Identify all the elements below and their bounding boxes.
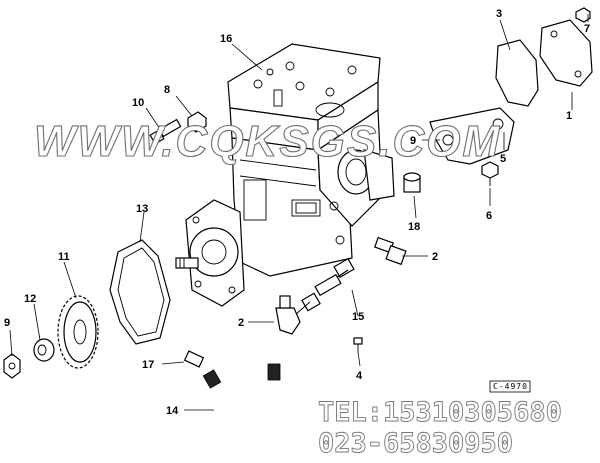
callout-5: 5 [500, 153, 506, 165]
callout-13: 13 [136, 203, 148, 215]
stamp: C-4970 [489, 380, 531, 393]
callout-3: 3 [496, 8, 502, 20]
elbow-fitting-2-upper [374, 236, 407, 266]
callout-8: 8 [164, 84, 170, 96]
contact-phone: 023-65830950 [318, 428, 513, 459]
fitting-8 [187, 111, 207, 133]
elbow-fitting-2-lower [275, 295, 301, 335]
compressor-body [227, 43, 395, 277]
callout-2-lower: 2 [238, 317, 244, 329]
screw-4 [353, 337, 363, 352]
callout-14: 14 [166, 405, 179, 417]
screw-7 [575, 7, 591, 23]
callout-4: 4 [356, 370, 363, 382]
fitting-17 [183, 350, 205, 368]
callout-16: 16 [220, 33, 232, 45]
fitting-10 [149, 118, 182, 145]
leader-lines [9, 14, 589, 411]
nut-9 [3, 353, 21, 379]
callout-2-upper: 2 [432, 251, 438, 263]
callout-labels: 1 2 2 3 4 5 6 7 8 9 9 10 11 12 13 14 15 … [4, 8, 590, 417]
callout-1: 1 [566, 110, 572, 122]
callout-17: 17 [142, 359, 154, 371]
callout-12: 12 [24, 293, 36, 305]
bolt-6 [481, 161, 499, 186]
watermark: WWW.CQKSGS.COM [34, 117, 501, 166]
drive-gear-11 [57, 295, 99, 369]
spacer-12 [33, 338, 55, 362]
callout-11: 11 [58, 251, 70, 263]
tube-15 [295, 257, 355, 315]
callout-15: 15 [352, 311, 364, 323]
callout-6: 6 [486, 210, 492, 222]
hose-14 [202, 363, 281, 445]
callout-7: 7 [584, 23, 590, 35]
gasket-3 [495, 39, 539, 107]
callout-9-left: 9 [4, 317, 10, 329]
callout-10: 10 [132, 97, 144, 109]
front-flange [175, 199, 245, 307]
callout-18: 18 [408, 221, 420, 233]
contact-tel: TEL:15310305680 [318, 397, 562, 428]
spacer-18 [403, 172, 421, 193]
stamp-text: C-4970 [493, 382, 528, 391]
callout-9-right: 9 [410, 135, 416, 147]
